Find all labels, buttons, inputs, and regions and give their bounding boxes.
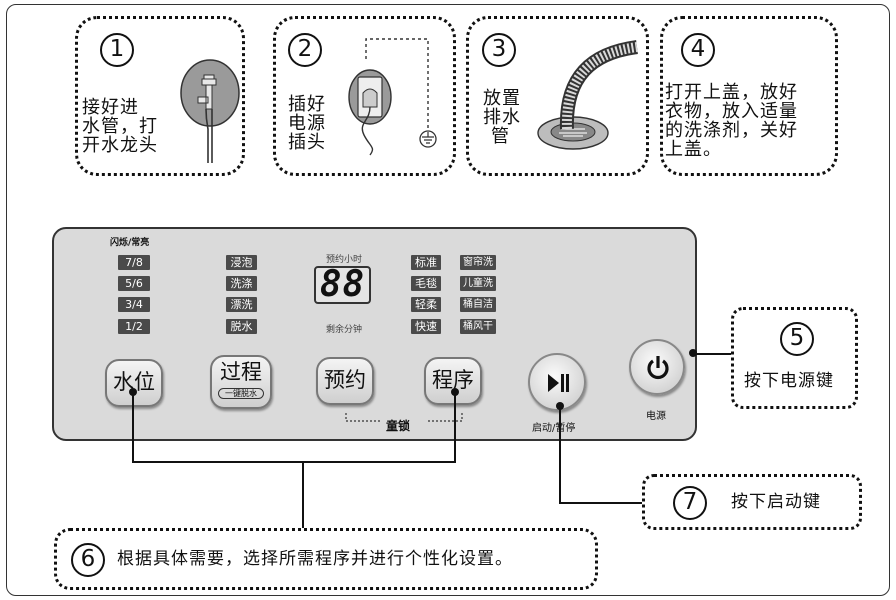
step-7-box: 7 按下启动键 [642,474,862,530]
power-button[interactable] [629,339,685,395]
step-4-text: 打开上盖，放好 衣物，放入适量 的洗涤剂，关好 上盖。 [665,82,798,160]
process-button[interactable]: 过程 一键脱水 [210,355,272,409]
step-2-box: 2 插好 电源 插头 [273,16,456,176]
outer-frame [6,4,890,596]
start-pause-label: 启动/暂停 [532,423,576,434]
step-6-number: 6 [71,543,105,577]
program-tub-dry: 桶风干 [460,319,496,334]
water-level-1-2: 1/2 [118,319,150,334]
connector-line [693,353,733,355]
step-6-text: 根据具体需要，选择所需程序并进行个性化设置。 [117,549,513,569]
program-curtain: 窗帘洗 [460,255,496,270]
step-5-text: 按下电源键 [744,371,834,391]
ground-icon [419,130,437,148]
faucet-icon [180,59,240,163]
program-quick: 快速 [411,319,441,334]
process-button-label: 过程 [220,360,262,384]
step-1-number: 1 [100,33,134,67]
program-standard: 标准 [411,255,441,270]
connector-line [454,392,456,462]
step-4-number: 4 [681,33,715,67]
process-soak: 浸泡 [226,255,257,270]
water-level-button[interactable]: 水位 [105,359,163,407]
flash-label: 闪烁/常亮 [110,238,150,248]
step-6-box: 6 根据具体需要，选择所需程序并进行个性化设置。 [54,528,598,590]
child-lock-label: 童锁 [386,419,411,433]
process-rinse: 漂洗 [226,297,257,312]
delay-button[interactable]: 预约 [316,357,374,405]
step-5-number: 5 [780,322,814,356]
step-1-text: 接好进 水管，打 开水龙头 [82,97,158,156]
step-2-number: 2 [288,33,322,67]
step-7-text: 按下启动键 [731,492,821,512]
program-tub-clean: 桶自洁 [460,297,496,312]
control-panel: 闪烁/常亮 7/8 5/6 3/4 1/2 浸泡 洗涤 漂洗 脱水 预约小时 8… [52,227,697,441]
connector-line [132,461,456,463]
plug-icon [348,38,437,156]
water-level-5-6: 5/6 [118,276,150,291]
timer-minutes-label: 剩余分钟 [326,325,363,335]
step-3-number: 3 [482,33,516,67]
connector-line [132,392,134,462]
program-kids: 儿童洗 [460,276,496,291]
program-blanket: 毛毯 [411,276,441,291]
program-gentle: 轻柔 [411,297,441,312]
program-button[interactable]: 程序 [424,357,482,405]
process-wash: 洗涤 [226,276,257,291]
connector-line [559,502,643,504]
play-pause-icon [548,374,569,392]
connector-line [302,461,304,529]
step-7-number: 7 [673,486,707,520]
child-lock-bracket [345,413,463,422]
one-key-spin-label: 一键脱水 [218,388,264,399]
drain-hose-icon [537,40,639,150]
timer-hours-label: 预约小时 [326,255,363,265]
connector-line [559,406,561,503]
power-label: 电源 [646,411,666,422]
step-1-box: 1 接好进 水管，打 开水龙头 [75,16,245,176]
step-2-text: 插好 电源 插头 [288,94,326,153]
start-pause-button[interactable] [528,353,586,411]
process-spin: 脱水 [226,319,257,334]
water-level-7-8: 7/8 [118,255,150,270]
digit-display: 88 [314,266,371,304]
step-4-box: 4 打开上盖，放好 衣物，放入适量 的洗涤剂，关好 上盖。 [660,16,838,176]
power-icon [647,356,669,380]
step-5-box: 5 按下电源键 [731,307,858,409]
step-3-box: 3 放置 排水 管 [466,16,649,176]
step-3-text: 放置 排水 管 [483,88,521,147]
water-level-3-4: 3/4 [118,297,150,312]
